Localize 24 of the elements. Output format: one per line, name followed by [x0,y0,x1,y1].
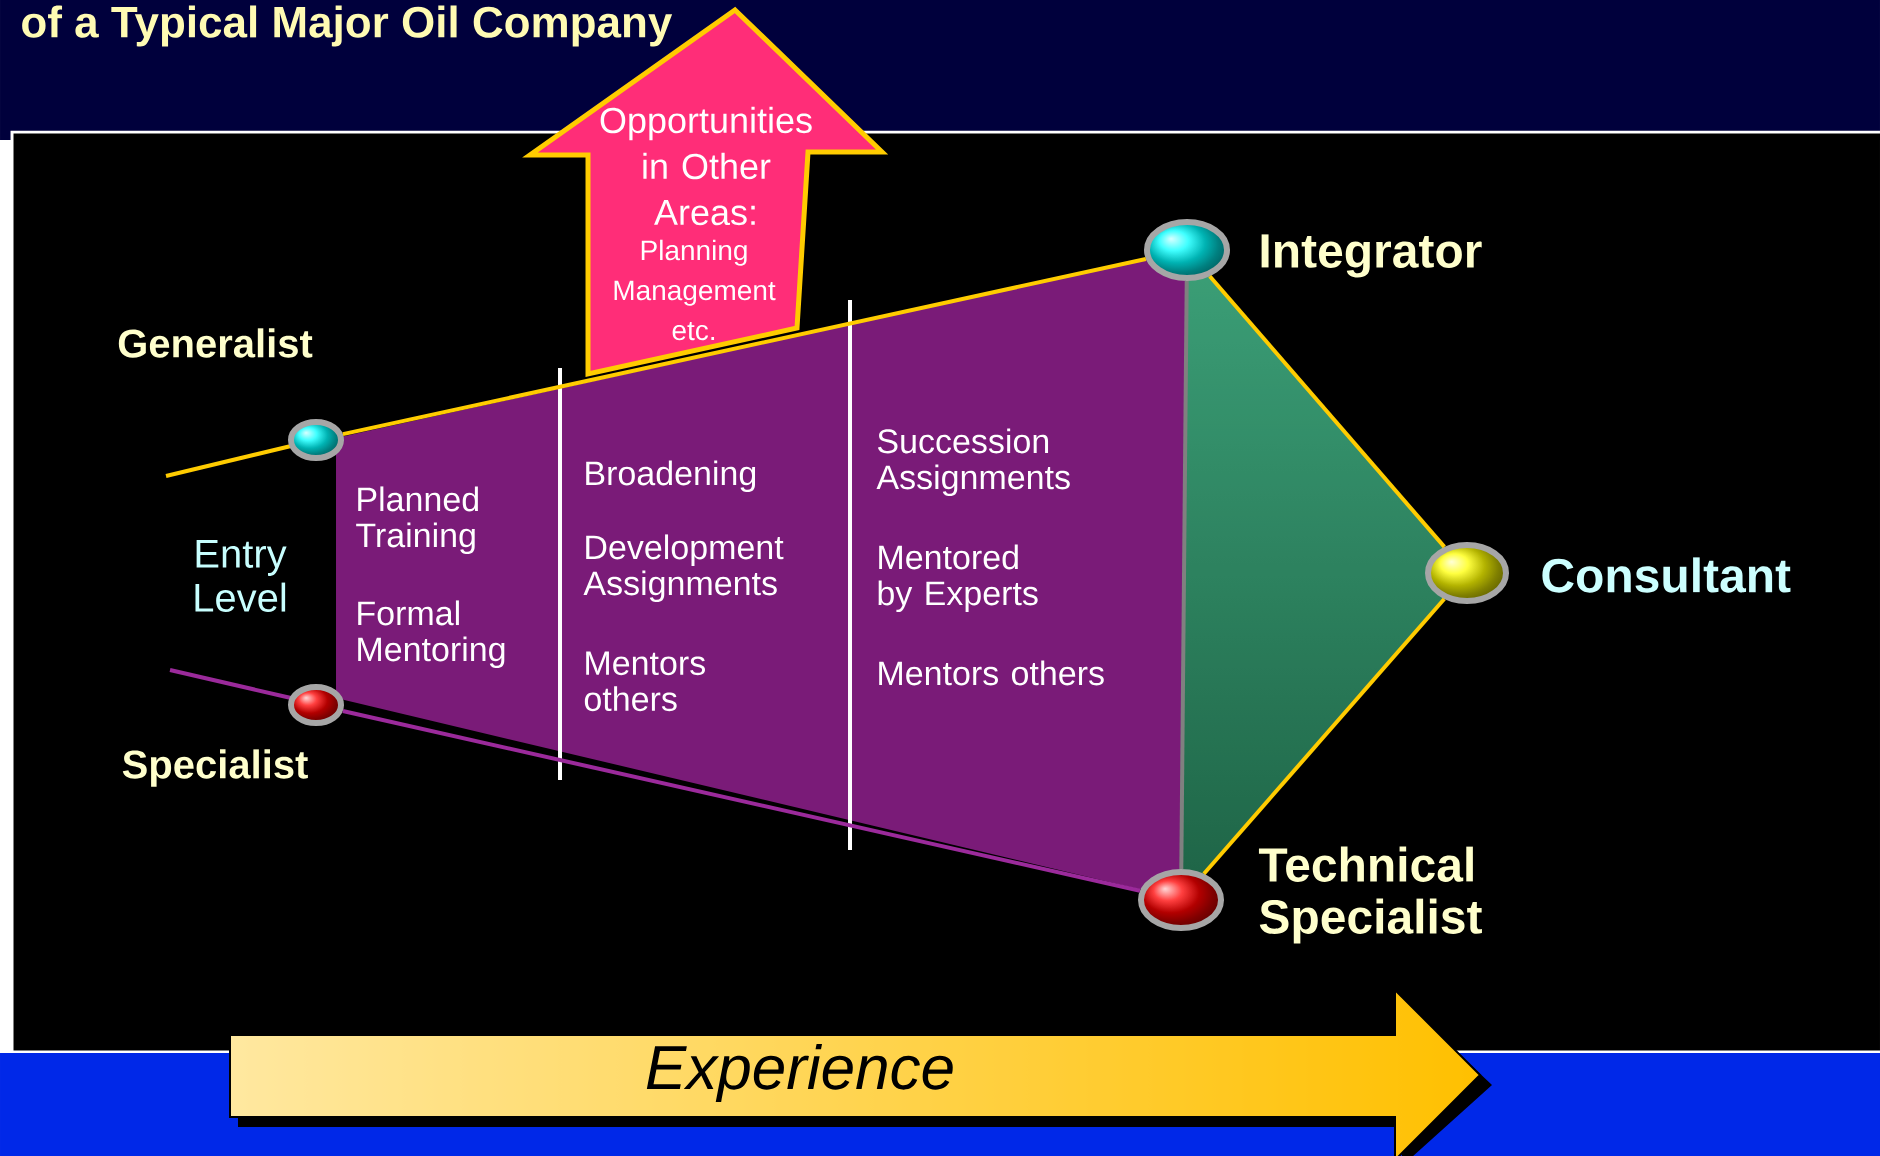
role-label: Consultant [1542,557,1791,593]
connector-line [342,709,1141,893]
oval-marker [288,684,344,726]
oval-marker [1144,219,1230,281]
role-label: Specialist [122,749,308,787]
step-text: Broadening [586,460,756,493]
oval-marker [1425,542,1509,604]
step-text: Formal Mentoring [358,600,505,669]
step-text: Development Assignments [583,534,784,603]
role-label: Integrator [1261,234,1482,278]
step-text: Mentors others [584,651,705,712]
stage-label: Entry Level [195,540,287,612]
step-text: Mentors others [879,660,1104,686]
connector-line [342,257,1147,437]
role-label: Generalist [118,328,313,358]
role-label: Technical Specialist [1258,846,1482,944]
step-text: Succession Assignments [876,428,1070,497]
step-text: Mentored by Experts [878,544,1038,613]
oval-marker [1138,869,1224,931]
step-text: Planned Training [356,486,478,555]
connector-line [1179,281,1189,869]
connector-line [1202,597,1446,876]
oval-marker [288,419,344,461]
connector-line [1208,275,1446,549]
